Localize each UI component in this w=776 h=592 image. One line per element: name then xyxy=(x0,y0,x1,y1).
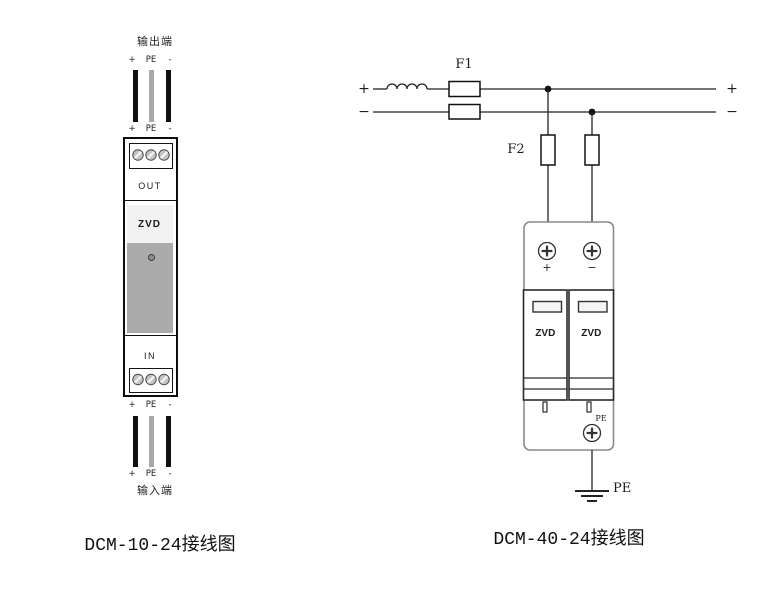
brand-logo: ZVD xyxy=(138,218,161,230)
output-wires xyxy=(0,70,776,122)
pe-ground-label: PE xyxy=(613,481,631,496)
output-terminal-label: 输出端 xyxy=(137,35,173,48)
fuse-f1-label: F1 xyxy=(455,57,472,72)
minus-input-label: − xyxy=(358,104,370,120)
left-diagram-caption: DCM-10-24接线图 xyxy=(84,536,236,556)
screw-terminal-minus-icon xyxy=(582,241,602,261)
plus-label: + xyxy=(128,55,136,65)
module-divider-top xyxy=(123,200,176,201)
plus-output-label: + xyxy=(726,81,738,97)
minus-label: - xyxy=(168,55,172,65)
pe-terminal-label: PE xyxy=(595,414,606,423)
pe-label: PE xyxy=(145,469,157,479)
module-latch-lines xyxy=(523,377,614,390)
junction-dot-plus xyxy=(544,85,552,93)
terminal-block-in xyxy=(128,368,173,393)
wire-minus xyxy=(165,70,171,122)
screw-minus-label: − xyxy=(587,261,596,274)
front-panel xyxy=(126,243,173,333)
minus-output-label: − xyxy=(726,104,738,120)
fuse-f2-plus-icon xyxy=(540,134,556,166)
plus-label: + xyxy=(128,400,136,410)
dcm-module-body: OUT ZVD IN xyxy=(122,137,178,397)
input-terminal-label: 输入端 xyxy=(137,484,173,497)
polarity-row-input-bottom: + PE - xyxy=(127,469,175,479)
status-window-right xyxy=(577,300,608,313)
wire-pe xyxy=(149,70,154,122)
input-wires xyxy=(0,416,776,467)
wire-minus xyxy=(165,416,171,467)
module-pin-left xyxy=(542,401,548,413)
wire-pe xyxy=(149,416,154,467)
plus-label: + xyxy=(128,124,136,134)
inductor-icon xyxy=(386,83,428,90)
plus-input-label: + xyxy=(358,81,370,97)
screw-terminal-plus-icon xyxy=(537,241,557,261)
brand-panel: ZVD xyxy=(126,205,173,243)
module-divider-bottom xyxy=(123,335,176,336)
pe-label: PE xyxy=(145,124,157,134)
fuse-f2-label: F2 xyxy=(507,142,524,157)
wire-plus xyxy=(132,70,138,122)
screw-terminal-pe-icon xyxy=(582,423,602,443)
fuse-f1-minus-icon xyxy=(448,103,481,120)
dcm-40-24-circuit: + + − − F1 F2 xyxy=(358,57,738,502)
out-label: OUT xyxy=(138,181,162,191)
fuse-f2-minus-icon xyxy=(584,134,600,166)
screw-terminals-in-icon xyxy=(131,373,170,386)
brand-logo-left: ZVD xyxy=(535,328,555,339)
minus-label: - xyxy=(168,469,172,479)
terminal-block-out xyxy=(128,143,173,169)
right-diagram-caption: DCM-40-24接线图 xyxy=(493,530,645,550)
pe-label: PE xyxy=(145,55,157,65)
screw-plus-label: + xyxy=(542,261,551,274)
screw-terminals-out-icon xyxy=(131,149,170,161)
module-pin-right xyxy=(586,401,592,413)
polarity-row-input-top: + PE - xyxy=(127,400,175,410)
status-window-left xyxy=(532,300,563,313)
minus-label: - xyxy=(168,400,172,410)
led-indicator xyxy=(147,254,155,261)
earth-ground-icon xyxy=(575,490,609,502)
pe-label: PE xyxy=(145,400,157,410)
minus-label: - xyxy=(168,124,172,134)
polarity-row-output-top: + PE - xyxy=(127,55,175,65)
brand-logo-right: ZVD xyxy=(581,328,601,339)
wire-plus xyxy=(132,416,138,467)
fuse-f1-plus-icon xyxy=(448,80,481,98)
plus-label: + xyxy=(128,469,136,479)
polarity-row-output-bottom: + PE - xyxy=(127,124,175,134)
in-label: IN xyxy=(144,351,156,361)
